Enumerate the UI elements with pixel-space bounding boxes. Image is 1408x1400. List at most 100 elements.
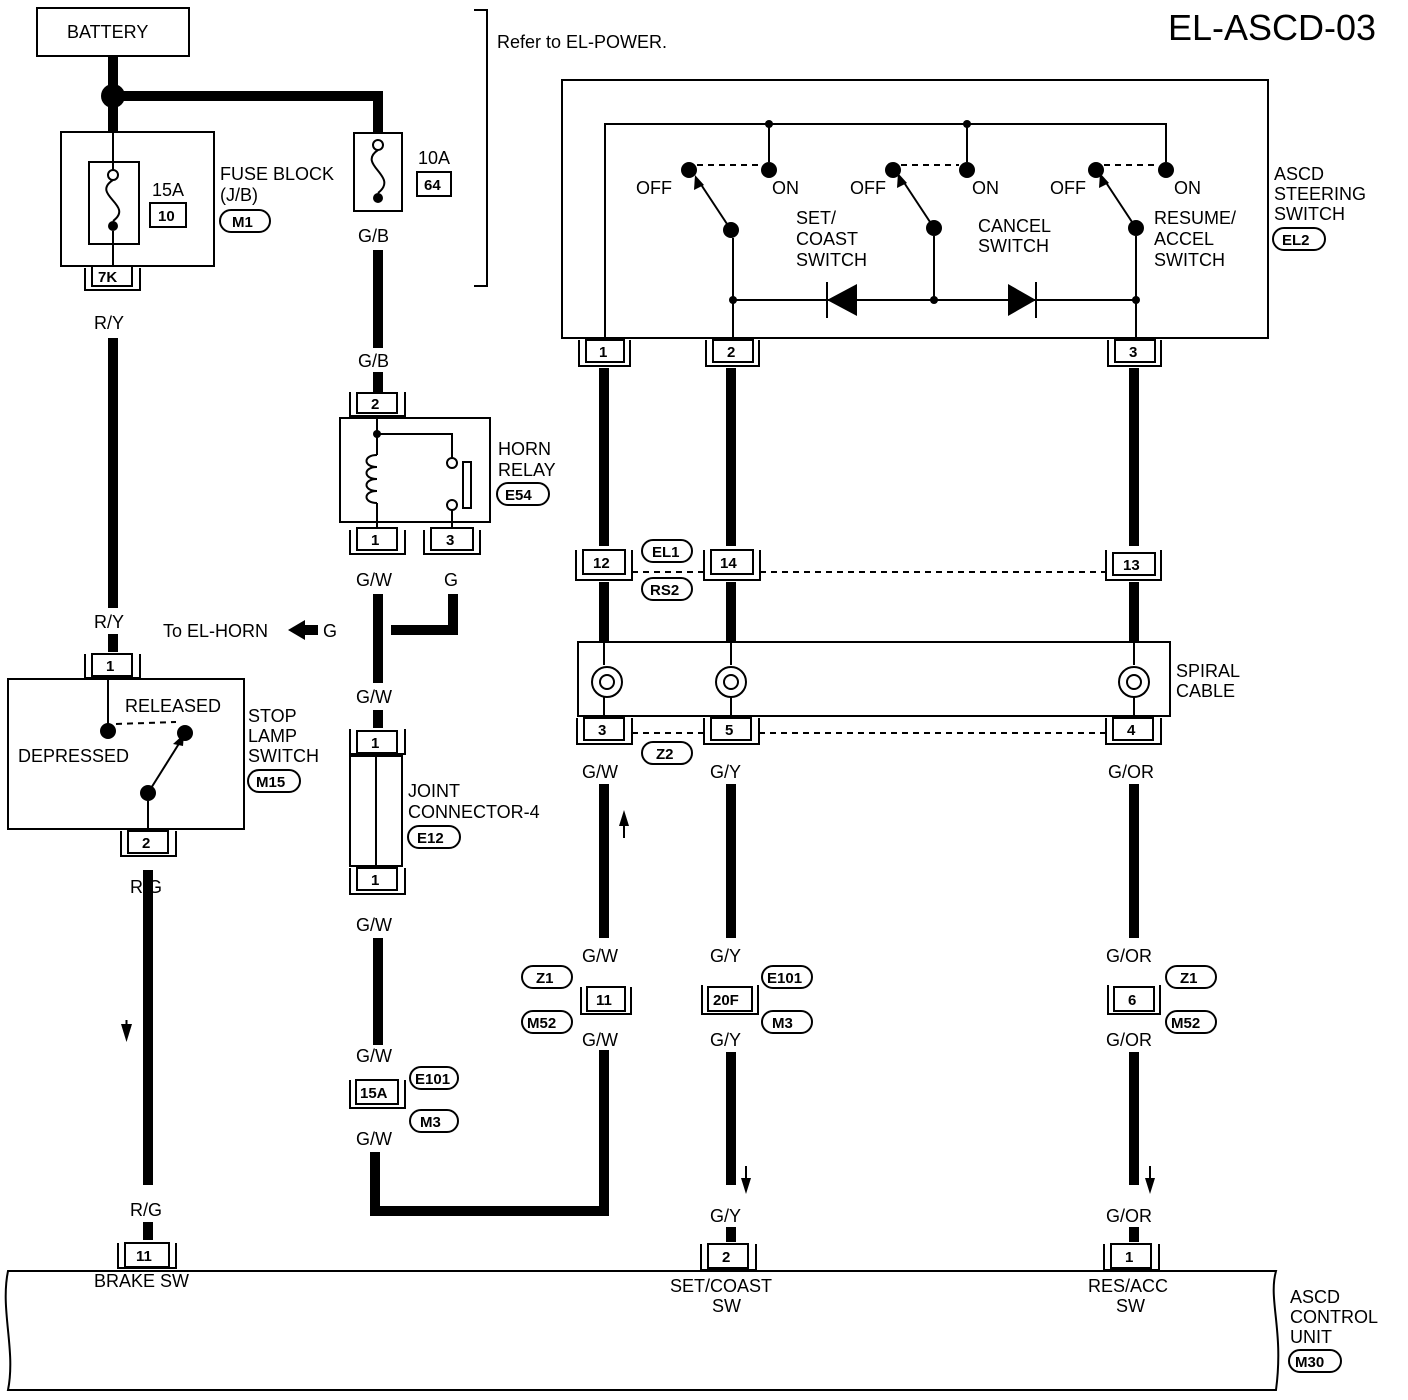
pin-20f: 20F (713, 992, 739, 1009)
wire-gw-relay: G/W (356, 570, 392, 590)
spiral-title-1: SPIRAL (1176, 661, 1240, 681)
diode-right (1008, 284, 1036, 316)
fuse2-number: 64 (424, 177, 441, 194)
wire-gb-1: G/B (358, 226, 389, 246)
stop-lamp-title-3: SWITCH (248, 746, 319, 766)
set-coast-sw-label-2: SW (712, 1296, 741, 1316)
fuse2-amp: 10A (418, 148, 450, 168)
spiral-pin3: 3 (598, 722, 606, 739)
pin-11-mid: 11 (596, 992, 612, 1009)
control-unit-box (4, 1270, 1280, 1391)
steering-title-2: STEERING (1274, 184, 1366, 204)
steering-pin3: 3 (1129, 344, 1137, 361)
wire-gw-spiral: G/W (582, 762, 618, 782)
control-unit-title-1: ASCD (1290, 1287, 1340, 1307)
spiral-cable-box (577, 641, 1171, 717)
fuse-block-jb: (J/B) (220, 185, 258, 205)
stop-lamp-pin2: 2 (142, 835, 150, 852)
wire-g-relay: G (444, 570, 458, 590)
joint-connector-id: E12 (417, 830, 444, 847)
joint-title-1: JOINT (408, 781, 460, 801)
wire-gy-bottom: G/Y (710, 1206, 741, 1226)
battery-box (36, 7, 190, 57)
wire-gy-e101-bottom: G/Y (710, 1030, 741, 1050)
stop-lamp-title-2: LAMP (248, 726, 297, 746)
conn-e101-left: E101 (415, 1071, 450, 1088)
steering-connector: EL2 (1282, 232, 1310, 249)
pin-6: 6 (1128, 992, 1136, 1009)
wire-gw-z1-bottom: G/W (582, 1030, 618, 1050)
wire-gor-z1-top: G/OR (1106, 946, 1152, 966)
cancel-off-label: OFF (850, 178, 886, 198)
fuse-block-title: FUSE BLOCK (220, 164, 334, 184)
conn-z1-right: Z1 (1180, 970, 1198, 987)
refer-note: Refer to EL-POWER. (497, 32, 667, 52)
wire-gy-e101-top: G/Y (710, 946, 741, 966)
wire-ry-top: R/Y (94, 313, 124, 333)
wire-gb-2: G/B (358, 351, 389, 371)
spiral-coil-2 (715, 642, 747, 716)
conn-e101-mid: E101 (767, 970, 802, 987)
wire-gor-z1-bottom: G/OR (1106, 1030, 1152, 1050)
horn-relay-pin2: 2 (371, 396, 379, 413)
diode-left (827, 284, 857, 316)
pin-14: 14 (720, 555, 737, 572)
terminal-7k: 7K (98, 269, 117, 286)
brake-sw-label: BRAKE SW (94, 1271, 189, 1291)
horn-relay-pin1: 1 (371, 532, 379, 549)
wire-gor-spiral: G/OR (1108, 762, 1154, 782)
conn-el1: EL1 (652, 544, 680, 561)
resume-switch-1: RESUME/ (1154, 208, 1236, 228)
set-switch-3: SWITCH (796, 250, 867, 270)
fuse-block-connector: M1 (232, 214, 253, 231)
set-switch-1: SET/ (796, 208, 836, 228)
set-coast-sw-pin: 2 (722, 1249, 730, 1266)
conn-m3-left: M3 (420, 1114, 441, 1131)
spiral-pin4: 4 (1127, 722, 1136, 739)
horn-relay-title-1: HORN (498, 439, 551, 459)
wire-gor-bottom: G/OR (1106, 1206, 1152, 1226)
steering-title-3: SWITCH (1274, 204, 1345, 224)
conn-m52-left: M52 (527, 1015, 556, 1032)
to-el-horn: To EL-HORN (163, 621, 268, 641)
battery-label: BATTERY (67, 22, 148, 42)
stop-lamp-pin1: 1 (106, 658, 114, 675)
brake-sw-pin: 11 (136, 1248, 152, 1265)
cancel-switch-1: CANCEL (978, 216, 1051, 236)
cancel-on-label: ON (972, 178, 999, 198)
set-switch-2: COAST (796, 229, 858, 249)
stop-lamp-depressed: DEPRESSED (18, 746, 129, 766)
conn-m3-mid: M3 (772, 1015, 793, 1032)
steering-pin1: 1 (599, 344, 607, 361)
wire-gw-15a-top: G/W (356, 1046, 392, 1066)
pin-12: 12 (593, 555, 610, 572)
set-on-label: ON (772, 178, 799, 198)
spiral-coil-3 (1118, 642, 1150, 716)
stop-lamp-connector: M15 (256, 774, 285, 791)
resume-switch-3: SWITCH (1154, 250, 1225, 270)
wire-gy-spiral: G/Y (710, 762, 741, 782)
resume-switch-2: ACCEL (1154, 229, 1214, 249)
wire-ry-bottom: R/Y (94, 612, 124, 632)
resume-on-label: ON (1174, 178, 1201, 198)
conn-m52-right: M52 (1171, 1015, 1200, 1032)
steering-pin2: 2 (727, 344, 735, 361)
set-off-label: OFF (636, 178, 672, 198)
pin-15a: 15A (360, 1085, 388, 1102)
res-acc-sw-label-2: SW (1116, 1296, 1145, 1316)
spiral-pin5: 5 (725, 722, 733, 739)
fuse1-amp: 15A (152, 180, 184, 200)
control-unit-title-2: CONTROL (1290, 1307, 1378, 1327)
joint-pin1-top: 1 (371, 735, 379, 752)
stop-lamp-box (7, 678, 245, 830)
steering-title-1: ASCD (1274, 164, 1324, 184)
stop-lamp-released: RELEASED (125, 696, 221, 716)
conn-z1-left: Z1 (536, 970, 554, 987)
wire-rg-bottom: R/G (130, 1200, 162, 1220)
horn-relay-pin3: 3 (446, 532, 454, 549)
fuse1-number: 10 (158, 208, 175, 225)
conn-z2: Z2 (656, 746, 674, 763)
wire-gw-joint-bottom: G/W (356, 915, 392, 935)
page-title: EL-ASCD-03 (1168, 7, 1376, 48)
